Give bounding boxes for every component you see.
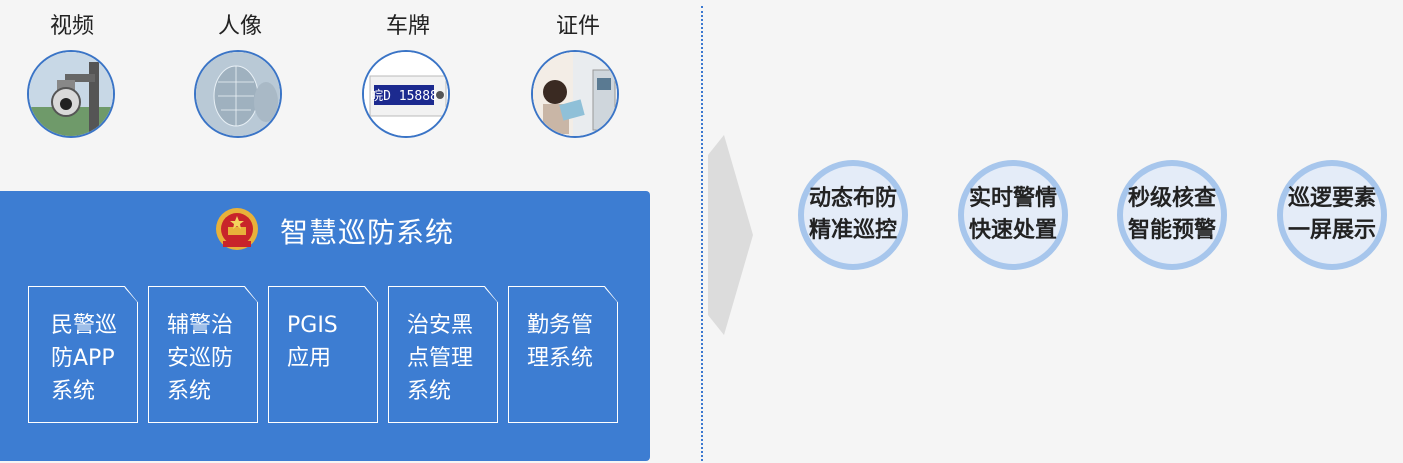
module-card-duty[interactable]: 勤务管 理系统: [508, 286, 618, 423]
feature-label: 秒级核查 智能预警: [1127, 186, 1216, 243]
feature-label: 实时警情 快速处置: [968, 186, 1057, 243]
feature-realtime-alert: 实时警情 快速处置: [958, 160, 1068, 270]
module-card-pgis[interactable]: PGIS 应用: [268, 286, 378, 423]
license-plate-icon: 皖D 15888: [362, 50, 450, 138]
module-card-auxiliary[interactable]: 辅警治 安巡防 系统: [148, 286, 258, 423]
feature-label: 动态布防 精准巡控: [808, 186, 897, 243]
panel-title: 智慧巡防系统: [280, 216, 455, 249]
source-label-plate: 车牌: [385, 14, 430, 39]
surveillance-camera-icon: [27, 50, 115, 138]
feature-label: 巡逻要素 一屏展示: [1287, 186, 1376, 243]
feature-patrol-overview: 巡逻要素 一屏展示: [1277, 160, 1387, 270]
module-label: 勤务管 理系统: [527, 313, 594, 371]
system-panel: 智慧巡防系统 民警巡 防APP 系统 辅警治 安巡防 系统 PGIS 应用 治安…: [0, 191, 650, 461]
module-label: 治安黑 点管理 系统: [407, 313, 474, 404]
id-card-icon: [531, 50, 619, 138]
feature-instant-verification: 秒级核查 智能预警: [1117, 160, 1227, 270]
module-card-hotspot[interactable]: 治安黑 点管理 系统: [388, 286, 498, 423]
module-label: 民警巡 防APP 系统: [51, 313, 118, 404]
right-arrow-icon: [708, 135, 753, 335]
module-card-app[interactable]: 民警巡 防APP 系统: [28, 286, 138, 423]
module-label: 辅警治 安巡防 系统: [167, 313, 234, 404]
source-label-video: 视频: [49, 14, 94, 39]
plate-text: 皖D 15888: [370, 89, 438, 104]
source-label-id: 证件: [555, 14, 600, 39]
dotted-divider: [701, 6, 703, 461]
face-recognition-icon: [194, 50, 282, 138]
feature-dynamic-deployment: 动态布防 精准巡控: [798, 160, 908, 270]
police-emblem-icon: [215, 207, 259, 251]
source-label-face: 人像: [217, 14, 262, 39]
module-label: PGIS 应用: [287, 313, 338, 371]
